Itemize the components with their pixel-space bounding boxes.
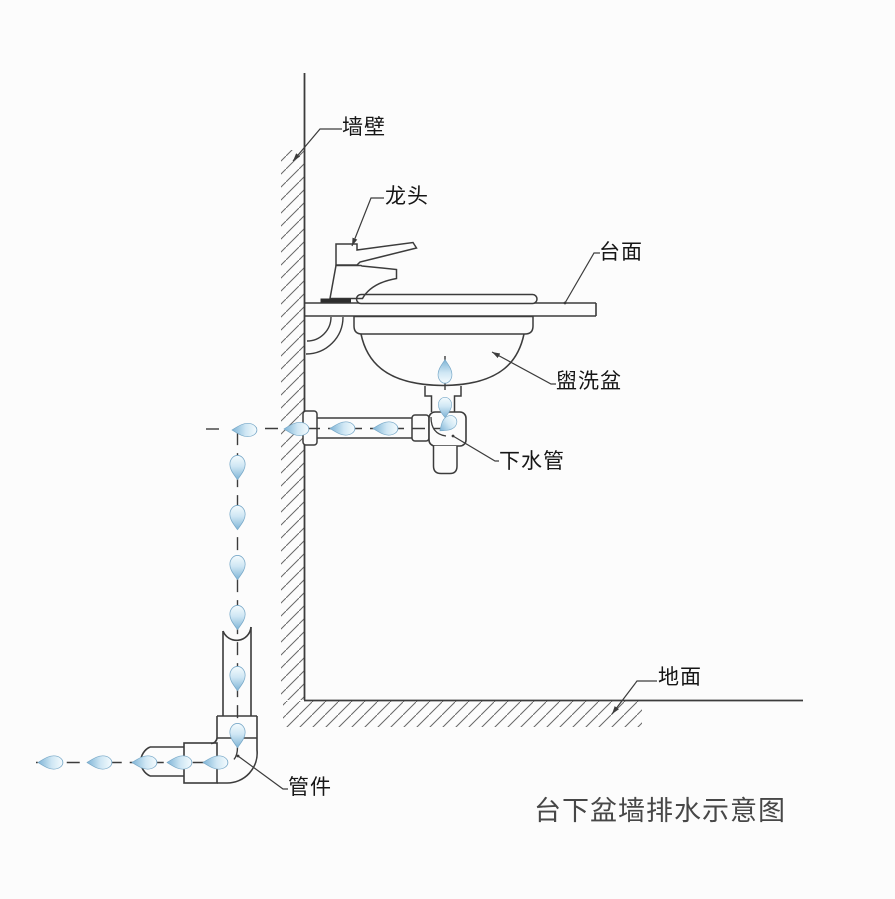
floor-hatch — [283, 701, 642, 727]
riser-break — [222, 626, 252, 642]
water-drop-icon — [229, 723, 246, 749]
diagram-title: 台下盆墙排水示意图 — [534, 796, 786, 826]
water-drop-icon — [202, 755, 229, 770]
leader-faucet — [351, 197, 384, 247]
drain-tailpiece — [424, 386, 462, 412]
trap-stub — [432, 446, 458, 475]
leader-drain-pipe — [451, 434, 499, 462]
label-wall: 墙壁 — [342, 116, 386, 139]
label-faucet: 龙头 — [385, 185, 429, 208]
water-drop-icon — [229, 555, 246, 581]
trap-inner-curve — [430, 416, 447, 437]
water-drop-icon — [131, 755, 158, 770]
label-floor: 地面 — [658, 666, 702, 689]
water-drop-icon — [329, 421, 356, 436]
faucet-shape — [329, 264, 398, 300]
water-drop-icon — [229, 605, 246, 631]
drain-horizontal-pipe — [317, 417, 412, 439]
water-drop-icon — [86, 755, 113, 770]
leader-pipe-fitting — [236, 754, 288, 790]
water-drop-icon — [372, 421, 399, 436]
label-countertop: 台面 — [599, 241, 643, 264]
leader-lines — [236, 128, 657, 790]
water-drop-icon — [437, 359, 453, 384]
label-pipe-fitting: 管件 — [288, 776, 332, 799]
water-drop-icon — [166, 755, 193, 770]
countertop-shape — [304, 302, 597, 317]
water-drop-icon — [229, 455, 246, 481]
faucet-handle — [335, 241, 418, 266]
sink-flange — [353, 315, 534, 335]
label-basin: 盥洗盆 — [556, 370, 622, 393]
water-drop-icon — [37, 755, 64, 770]
sink-rim — [355, 293, 538, 305]
leader-basin — [491, 351, 556, 385]
leader-floor — [611, 680, 657, 715]
label-drain-pipe: 下水管 — [499, 450, 565, 473]
water-drop-icon — [229, 666, 246, 692]
leader-countertop — [563, 252, 600, 305]
water-drop-icon — [229, 505, 246, 531]
riser-pipe — [222, 626, 252, 716]
sink-bowl — [360, 333, 525, 387]
supply-pipe-arcs — [305, 316, 344, 355]
faucet-base — [320, 298, 351, 303]
leader-wall — [292, 128, 342, 162]
water-drop-icon — [231, 422, 258, 438]
